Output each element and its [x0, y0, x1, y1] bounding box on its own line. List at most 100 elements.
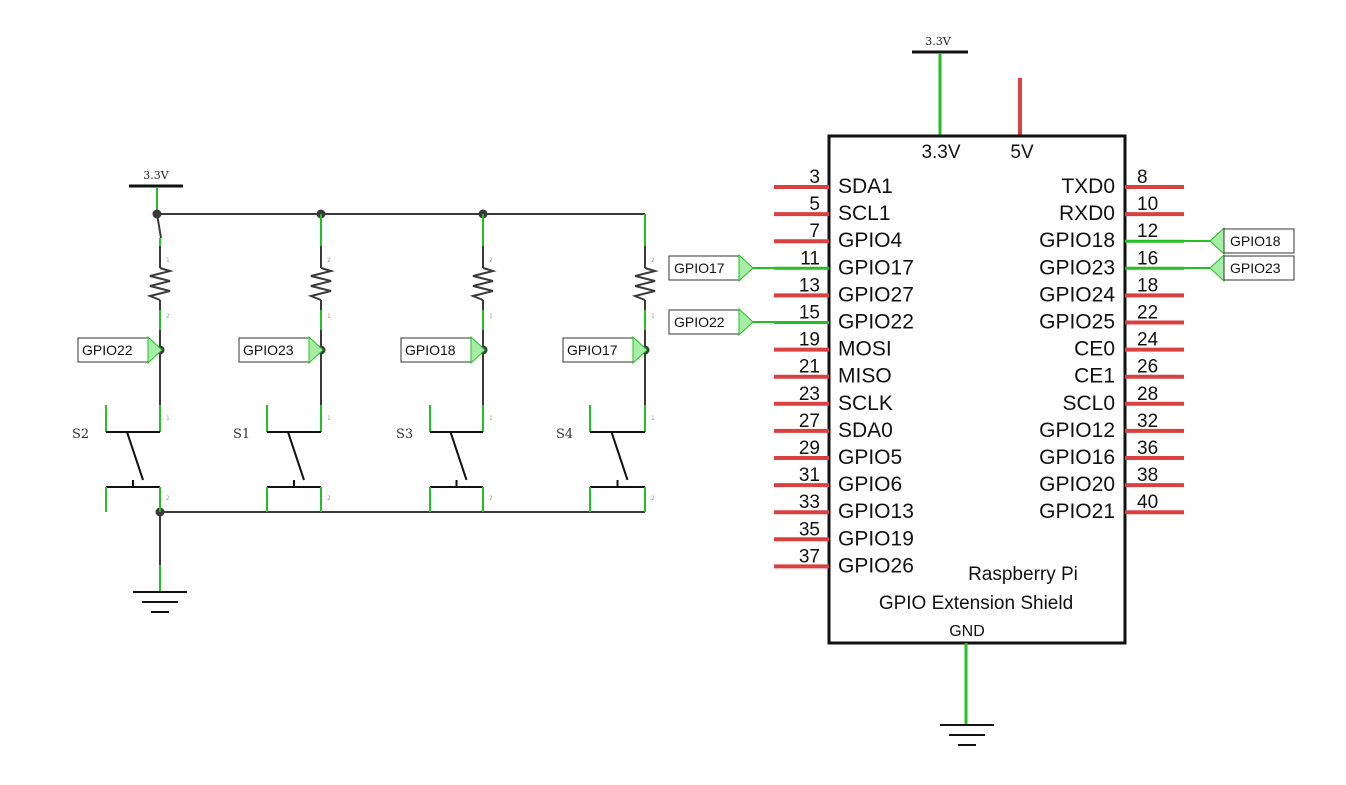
net-label-gpio22[interactable]: GPIO22 [77, 335, 163, 365]
pin-name: GPIO17 [838, 256, 914, 279]
pin-name: CE0 [1074, 338, 1115, 361]
net-label-text: GPIO22 [674, 314, 725, 330]
raspberry-pi-shield: 3.3V 3.3V 5V Raspberry Pi GPIO Extension… [668, 35, 1295, 746]
pin-name: SCL1 [838, 202, 891, 225]
pin-name: GPIO24 [1039, 283, 1115, 306]
switch-pin-number: 2 [489, 495, 493, 502]
pin-name: GPIO18 [1039, 229, 1115, 252]
left-pin-19[interactable]: 19 MOSI [774, 330, 892, 361]
net-label-gpio17[interactable]: GPIO17 [668, 253, 778, 283]
board-subtitle: GPIO Extension Shield [879, 593, 1073, 614]
pin-name: MOSI [838, 338, 892, 361]
right-pin-38[interactable]: 38 GPIO20 [1039, 465, 1184, 496]
pin-name: GPIO12 [1039, 419, 1115, 442]
resistor-pin-number: 2 [489, 257, 493, 264]
net-label-gpio17[interactable]: GPIO17 [562, 335, 648, 365]
pin-number: 7 [809, 221, 820, 242]
pin-number: 33 [799, 492, 820, 513]
pullup-resistor: 21 [307, 214, 335, 330]
net-label-gpio23[interactable]: GPIO23 [1184, 253, 1295, 283]
pin-name: GPIO20 [1039, 473, 1115, 496]
switch-designator: S2 [72, 427, 89, 442]
vcc-label-right: 3.3V [925, 35, 951, 48]
switch-designator: S4 [556, 427, 573, 442]
net-flag [632, 335, 648, 365]
resistor-pin-number: 1 [489, 313, 493, 320]
resistor-zigzag [469, 267, 497, 301]
vcc-symbol-left: 3.3V [129, 169, 183, 214]
left-pin-5[interactable]: 5 SCL1 [774, 194, 891, 225]
net-label-gpio18[interactable]: GPIO18 [1184, 226, 1295, 256]
net-label-text: GPIO22 [82, 342, 133, 358]
pin-name: MISO [838, 365, 892, 388]
net-label-text: GPIO18 [1230, 233, 1281, 249]
switch-pin-number: 1 [166, 415, 170, 422]
pin-number: 16 [1137, 248, 1158, 269]
pin-name: GPIO21 [1039, 500, 1115, 523]
net-label-gpio22[interactable]: GPIO22 [668, 307, 778, 337]
resistor-pin-number: 2 [166, 313, 170, 320]
resistor-pin-number: 1 [327, 313, 331, 320]
switch-pin-number: 1 [327, 415, 331, 422]
switch-designator: S3 [396, 427, 413, 442]
pin-number: 24 [1137, 330, 1159, 351]
ground-symbol-left [133, 591, 187, 613]
pin-number: 5 [809, 194, 820, 215]
pin-name: GPIO22 [838, 311, 914, 334]
pin-number: 19 [799, 330, 820, 351]
pin-number: 31 [799, 465, 820, 486]
shield-body [827, 134, 1127, 645]
pin-number: 28 [1137, 384, 1158, 405]
net-label-text: GPIO23 [1230, 260, 1281, 276]
net-label-gpio23[interactable]: GPIO23 [238, 335, 324, 365]
right-pin-24[interactable]: 24 CE0 [1074, 330, 1184, 361]
pin-number: 38 [1137, 465, 1158, 486]
resistor-pin-number: 2 [651, 257, 655, 264]
switch-designator: S1 [233, 427, 250, 442]
switch-pin-number: 1 [651, 415, 655, 422]
pin-number: 40 [1137, 492, 1158, 513]
switch-actuator [126, 431, 144, 481]
net-flag [147, 335, 163, 365]
pin-name: GPIO26 [838, 554, 914, 577]
pullup-resistor: 21 [631, 214, 659, 330]
pin-number: 26 [1137, 357, 1158, 378]
resistor-pin-number: 1 [166, 257, 170, 264]
right-pin-40[interactable]: 40 GPIO21 [1039, 492, 1184, 523]
pin-number: 8 [1137, 167, 1148, 188]
net-label-gpio18[interactable]: GPIO18 [400, 335, 486, 365]
pin-number: 27 [799, 411, 820, 432]
net-flag [1209, 226, 1225, 256]
pin-label-5v: 5V [1010, 142, 1034, 163]
